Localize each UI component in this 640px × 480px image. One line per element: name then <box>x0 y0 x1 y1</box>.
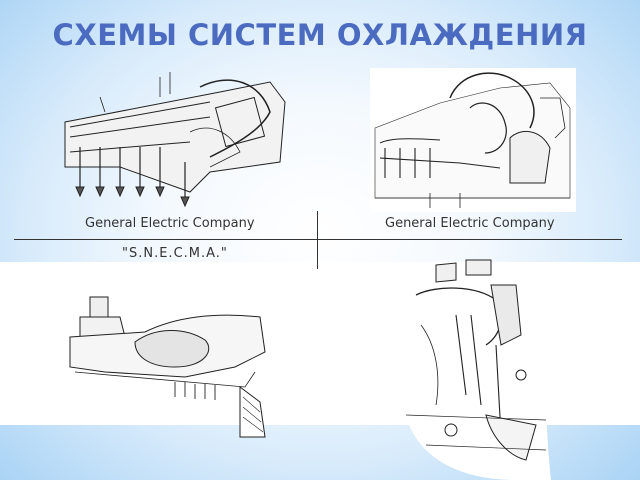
label-general-electric-right: General Electric Company <box>385 216 555 231</box>
label-general-electric-left: General Electric Company <box>85 216 255 231</box>
cooling-scheme-diagram-snecma <box>65 292 275 442</box>
slide-title: СХЕМЫ СИСТЕМ ОХЛАЖДЕНИЯ <box>52 18 588 52</box>
cooling-scheme-diagram-large <box>396 255 556 480</box>
horizontal-divider <box>14 239 622 240</box>
cooling-scheme-diagram-ge-1 <box>60 72 290 212</box>
cooling-scheme-diagram-ge-2 <box>370 68 576 212</box>
label-snecma: "S.N.E.C.M.A." <box>122 246 228 261</box>
vertical-divider <box>317 211 318 269</box>
